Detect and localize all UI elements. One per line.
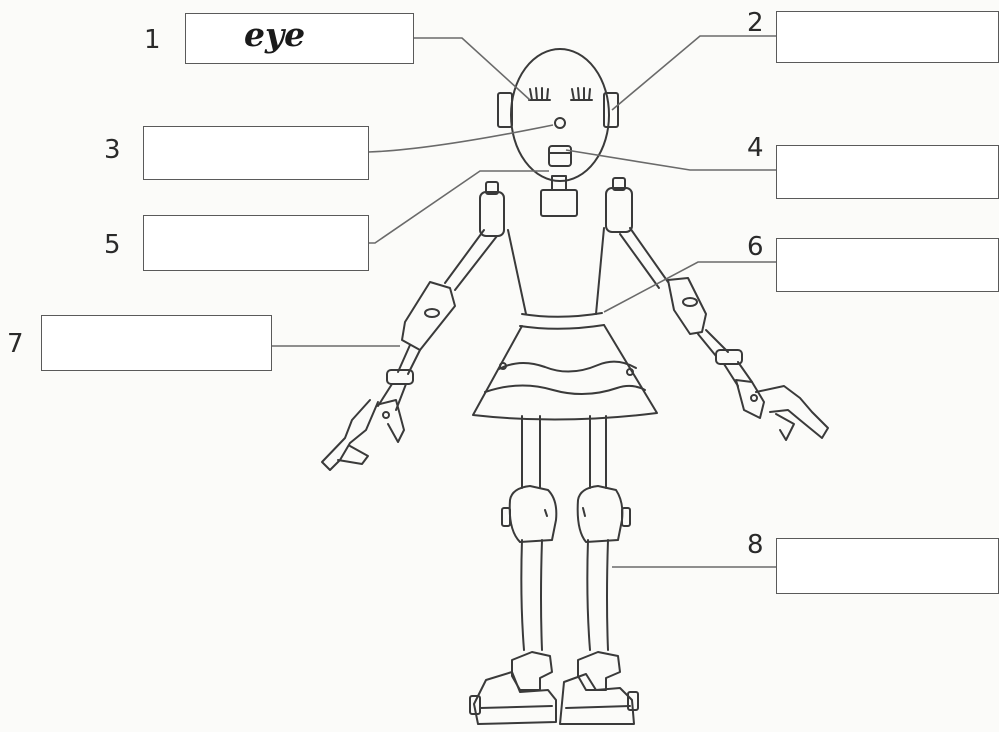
- label-number-1: 1: [144, 25, 161, 55]
- answer-box-4[interactable]: [776, 145, 999, 199]
- label-number-2: 2: [747, 8, 764, 38]
- robot-left-arm: [321, 229, 498, 471]
- answer-box-6[interactable]: [776, 238, 999, 292]
- robot-skirt: [472, 324, 658, 421]
- leader-lines: [271, 35, 776, 568]
- leader-line-2: [611, 35, 776, 111]
- label-number-3: 3: [104, 135, 121, 165]
- robot-legs: [469, 415, 639, 725]
- answer-box-1[interactable]: eye: [185, 13, 414, 64]
- label-number-7: 7: [7, 329, 24, 359]
- answer-box-7[interactable]: [41, 315, 272, 371]
- answer-box-5[interactable]: [143, 215, 369, 271]
- robot-head: [497, 48, 619, 182]
- answer-text-1: eye: [244, 15, 306, 54]
- label-number-6: 6: [747, 232, 764, 262]
- leader-line-5: [368, 170, 549, 244]
- label-number-4: 4: [747, 133, 764, 163]
- label-number-8: 8: [747, 530, 764, 560]
- label-number-5: 5: [104, 230, 121, 260]
- leader-line-3: [367, 124, 554, 153]
- leader-line-6: [603, 261, 776, 313]
- answer-box-8[interactable]: [776, 538, 999, 594]
- leader-line-4: [565, 149, 776, 171]
- leader-line-1: [413, 37, 531, 101]
- answer-box-3[interactable]: [143, 126, 369, 180]
- robot-neck: [540, 175, 578, 217]
- robot-right-arm: [619, 227, 829, 441]
- robot-torso: [507, 227, 605, 330]
- answer-box-2[interactable]: [776, 11, 999, 63]
- robot-shoulders: [479, 177, 633, 237]
